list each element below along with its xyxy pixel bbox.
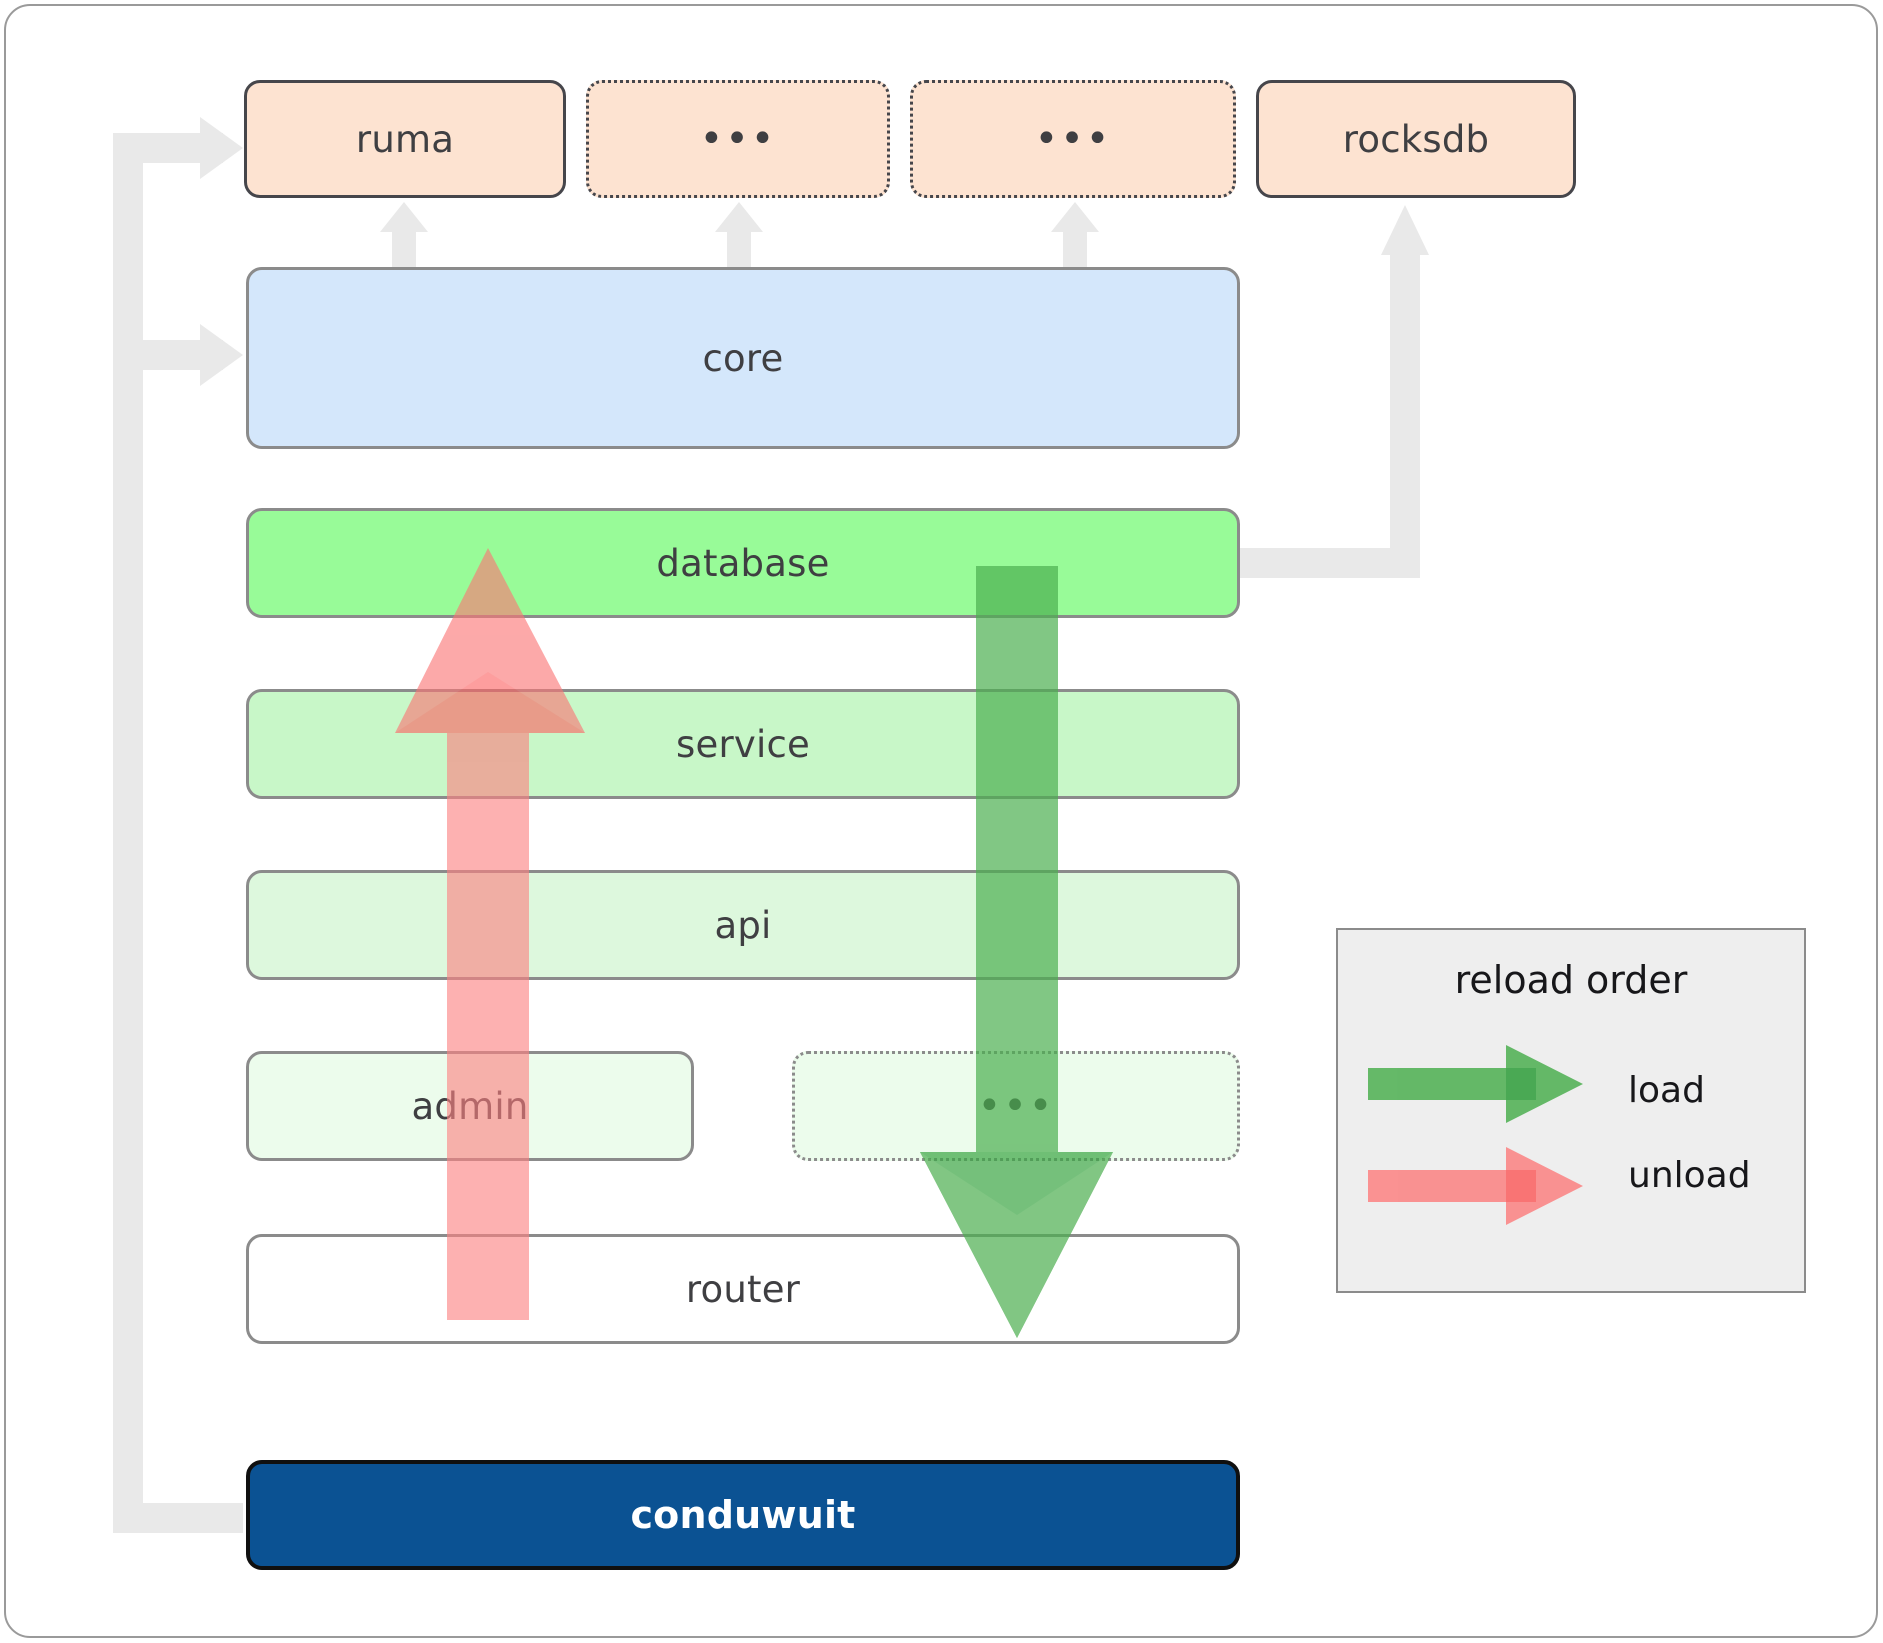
layer-label: router (685, 1267, 801, 1311)
layer-box-conduwuit[interactable]: conduwuit (246, 1460, 1240, 1570)
layer-label: conduwuit (630, 1493, 856, 1537)
layer-box-admin[interactable]: admin (246, 1051, 694, 1161)
layer-label: admin (411, 1084, 529, 1128)
dependency-box-rocksdb[interactable]: rocksdb (1256, 80, 1576, 198)
legend-label-unload: unload (1628, 1155, 1751, 1196)
layer-box-service[interactable]: service (246, 689, 1240, 799)
dependency-label: ••• (1034, 116, 1112, 162)
legend-load-arrow-icon (1368, 1045, 1583, 1123)
dependency-label: rocksdb (1342, 117, 1490, 161)
layer-box-core[interactable]: core (246, 267, 1240, 449)
dependency-box-ellipsis-2[interactable]: ••• (910, 80, 1236, 198)
dependency-label: ruma (355, 117, 455, 161)
layer-box-ellipsis[interactable]: ••• (792, 1051, 1240, 1161)
legend-label-load: load (1628, 1070, 1705, 1111)
diagram-frame (4, 4, 1878, 1638)
legend-arrow-icons (1368, 1045, 1583, 1225)
dependency-label: ••• (699, 116, 777, 162)
dependency-box-ellipsis-1[interactable]: ••• (586, 80, 890, 198)
layer-box-database[interactable]: database (246, 508, 1240, 618)
layer-label: service (676, 722, 810, 766)
layer-label: database (656, 541, 830, 585)
layer-box-api[interactable]: api (246, 870, 1240, 980)
layer-box-router[interactable]: router (246, 1234, 1240, 1344)
legend-panel: reload order load unload (1336, 928, 1806, 1293)
dependency-box-ruma[interactable]: ruma (244, 80, 566, 198)
layer-label: ••• (977, 1083, 1055, 1129)
legend-title: reload order (1454, 958, 1688, 1002)
layer-label: core (702, 336, 784, 380)
layer-label: api (714, 903, 772, 947)
legend-unload-arrow-icon (1368, 1147, 1583, 1225)
